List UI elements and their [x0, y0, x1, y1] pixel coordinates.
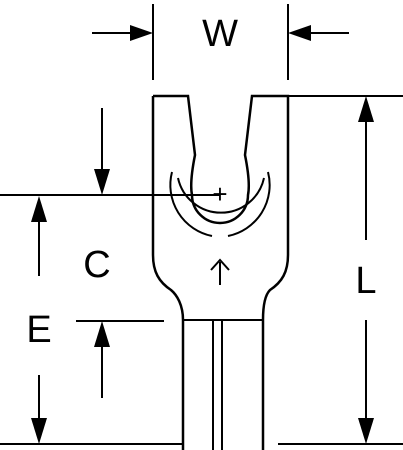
c-arrow-bottom — [94, 321, 110, 347]
e-arrow-bottom — [31, 418, 47, 444]
w-label: W — [202, 13, 238, 55]
c-label: C — [83, 244, 110, 286]
c-arrow-top — [94, 169, 110, 195]
terminal-outline-left — [151, 96, 185, 450]
l-arrow-bottom — [358, 418, 374, 444]
w-arrow-left — [130, 25, 153, 41]
l-arrow-top — [358, 96, 374, 122]
e-label: E — [26, 309, 51, 351]
w-arrow-right — [288, 25, 311, 41]
stud-arc-outer — [169, 171, 213, 237]
stud-arc-inner — [177, 177, 265, 214]
insertion-arrow-head — [210, 258, 230, 271]
l-label: L — [355, 260, 376, 302]
e-arrow-top — [31, 196, 47, 222]
stud-arc-outer-right — [227, 171, 271, 237]
